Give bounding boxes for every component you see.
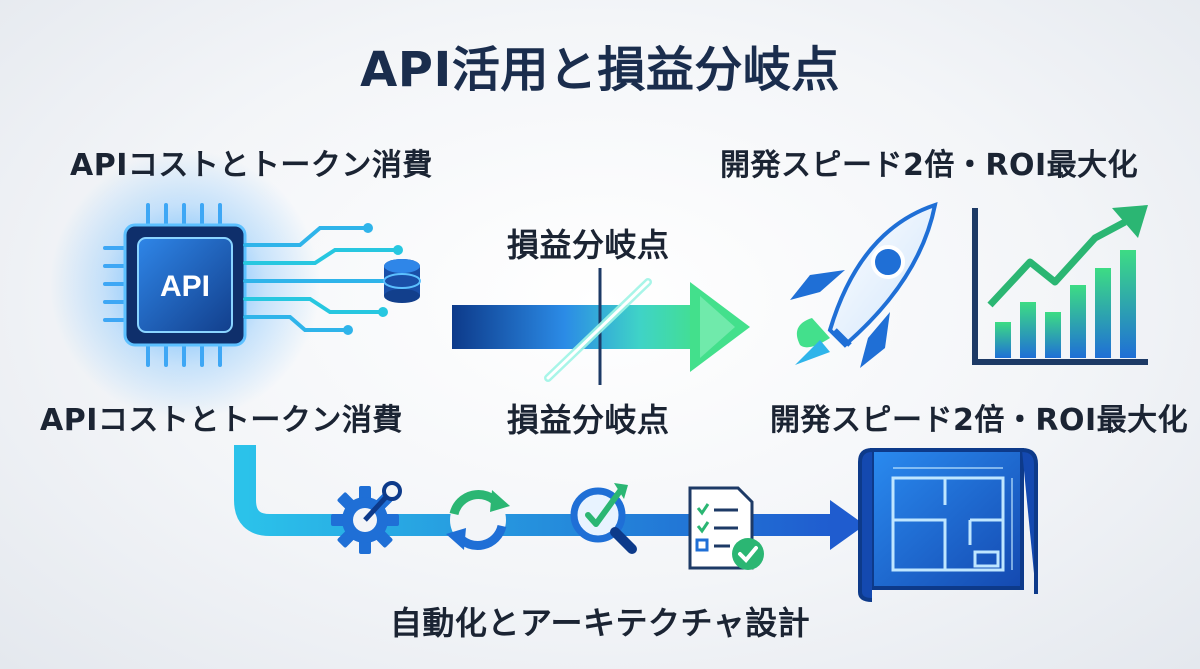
api-cost-label-top: APIコストとトークン消費 (70, 148, 433, 183)
automation-flow-arrow (234, 445, 865, 550)
page-title: API活用と損益分岐点 (360, 42, 840, 98)
api-chip-icon: API (50, 150, 320, 420)
sync-icon (446, 490, 510, 550)
gear-icon (331, 481, 402, 554)
api-chip-label: API (160, 270, 210, 303)
api-cost-label-bottom: APIコストとトークン消費 (40, 403, 403, 438)
roi-label-top: 開発スピード2倍・ROI最大化 (720, 148, 1139, 183)
growth-chart-icon (972, 205, 1148, 365)
break-even-label-bottom: 損益分岐点 (507, 401, 670, 439)
database-icon (383, 259, 421, 303)
break-even-arrow (452, 268, 750, 385)
blueprint-icon (858, 448, 1038, 602)
roi-label-bottom: 開発スピード2倍・ROI最大化 (770, 403, 1189, 438)
circuit-traces (243, 223, 403, 335)
rocket-icon (790, 202, 938, 368)
automation-architecture-label: 自動化とアーキテクチャ設計 (389, 604, 811, 642)
checklist-icon (688, 486, 764, 570)
magnify-check-icon (570, 483, 637, 554)
break-even-label-top: 損益分岐点 (507, 226, 670, 264)
